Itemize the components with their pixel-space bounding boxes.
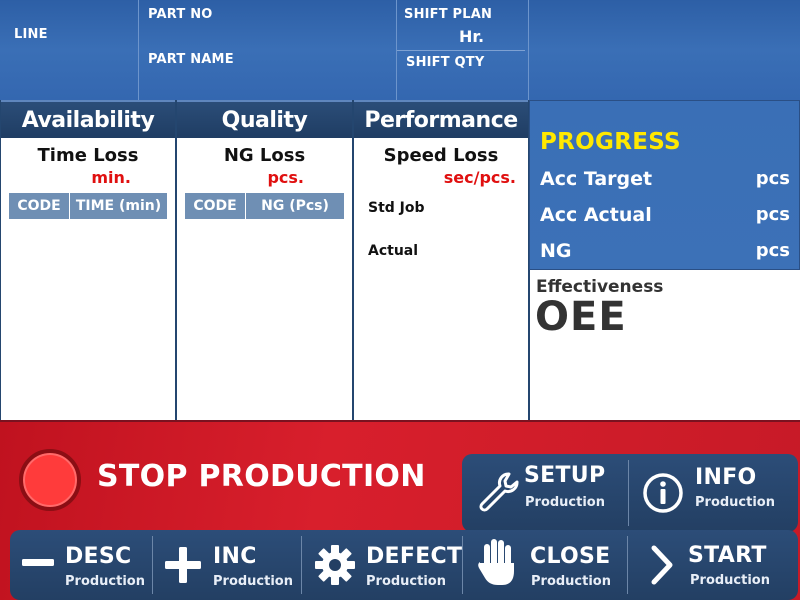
line-cell: LINE (0, 0, 139, 100)
shift-plan-label: SHIFT PLAN (404, 7, 493, 22)
effectiveness-label: Effectiveness (536, 277, 664, 297)
start-sub: Production (690, 573, 770, 588)
shift-qty-label: SHIFT QTY (406, 55, 485, 70)
shift-cell: SHIFT PLAN Hr. SHIFT QTY (397, 0, 529, 100)
oee-label: OEE (535, 294, 627, 340)
stop-production-button[interactable]: STOP PRODUCTION (97, 459, 426, 494)
header-bar: LINE PART NO PART NAME SHIFT PLAN Hr. SH… (0, 0, 800, 100)
info-sub: Production (695, 495, 775, 510)
quality-table-header: CODE NG (Pcs) (185, 193, 344, 219)
chevron-right-icon (651, 545, 673, 585)
part-cell: PART NO PART NAME (139, 0, 397, 100)
performance-panel: Performance Speed Loss sec/pcs. Std Job … (354, 100, 530, 420)
start-title: START (688, 543, 767, 568)
ng-loss-label: NG Loss (223, 145, 306, 166)
divider (301, 536, 302, 594)
progress-panel: PROGRESS Acc Target pcs Acc Actual pcs N… (529, 100, 800, 270)
inc-title: INC (213, 544, 257, 569)
hand-icon (478, 539, 514, 585)
acc-target-row: Acc Target pcs (540, 168, 790, 190)
setup-title: SETUP (524, 463, 606, 488)
ng-column-header: NG (Pcs) (246, 193, 344, 219)
divider (628, 460, 629, 526)
inc-sub: Production (213, 574, 293, 589)
close-button[interactable]: CLOSE Production (463, 530, 627, 600)
quality-title: Quality (177, 100, 352, 138)
shift-plan-unit: Hr. (459, 27, 485, 46)
info-title: INFO (695, 465, 757, 490)
plus-icon (165, 547, 201, 583)
info-icon (643, 473, 683, 513)
inc-button[interactable]: INC Production (153, 530, 301, 600)
desc-title: DESC (65, 544, 132, 569)
acc-target-unit: pcs (755, 168, 790, 189)
acc-target-label: Acc Target (540, 168, 653, 190)
stop-indicator-icon[interactable] (19, 449, 81, 511)
ng-row: NG pcs (540, 240, 790, 262)
minus-icon (22, 559, 54, 566)
ng-unit: pcs (755, 240, 790, 261)
close-sub: Production (531, 574, 611, 589)
ng-loss-unit: pcs. (267, 168, 304, 187)
acc-actual-unit: pcs (755, 204, 790, 225)
defect-sub: Production (366, 574, 446, 589)
control-area: STOP PRODUCTION SETUP Production INFO Pr… (0, 420, 800, 600)
availability-title: Availability (1, 100, 175, 138)
time-loss-unit: min. (91, 168, 131, 187)
time-loss-label: Time Loss (37, 145, 139, 166)
setup-button[interactable]: SETUP Production (462, 454, 628, 532)
part-no-label: PART NO (148, 7, 213, 22)
availability-panel: Availability Time Loss min. CODE TIME (m… (0, 100, 177, 420)
code-column-header: CODE (185, 193, 246, 219)
actual-label: Actual (368, 243, 419, 259)
availability-table-header: CODE TIME (min) (9, 193, 167, 219)
part-name-label: PART NAME (148, 52, 234, 67)
line-label: LINE (14, 27, 48, 42)
gear-icon (315, 545, 355, 585)
ng-label: NG (540, 240, 572, 262)
close-title: CLOSE (530, 544, 611, 569)
setup-info-group: SETUP Production INFO Production (462, 454, 798, 532)
quality-panel: Quality NG Loss pcs. CODE NG (Pcs) (177, 100, 354, 420)
desc-sub: Production (65, 574, 145, 589)
setup-sub: Production (525, 495, 605, 510)
acc-actual-row: Acc Actual pcs (540, 204, 790, 226)
oee-panel: Effectiveness OEE (529, 270, 800, 420)
desc-button[interactable]: DESC Production (10, 530, 152, 600)
start-button[interactable]: START Production (628, 530, 798, 600)
acc-actual-label: Acc Actual (540, 204, 652, 226)
performance-title: Performance (354, 100, 528, 138)
divider (462, 536, 463, 594)
header-blank-cell (529, 0, 800, 100)
defect-title: DEFECT (366, 544, 463, 569)
time-column-header: TIME (min) (70, 193, 167, 219)
divider (152, 536, 153, 594)
std-job-label: Std Job (368, 200, 425, 216)
divider (627, 536, 628, 594)
action-buttons-group: DESC Production INC Production (10, 530, 798, 600)
info-button[interactable]: INFO Production (629, 454, 798, 532)
shift-divider (397, 50, 525, 51)
progress-title: PROGRESS (540, 129, 681, 155)
defect-button[interactable]: DEFECT Production (302, 530, 462, 600)
wrench-icon (479, 472, 519, 512)
code-column-header: CODE (9, 193, 70, 219)
speed-loss-unit: sec/pcs. (443, 168, 516, 187)
speed-loss-label: Speed Loss (383, 145, 499, 166)
